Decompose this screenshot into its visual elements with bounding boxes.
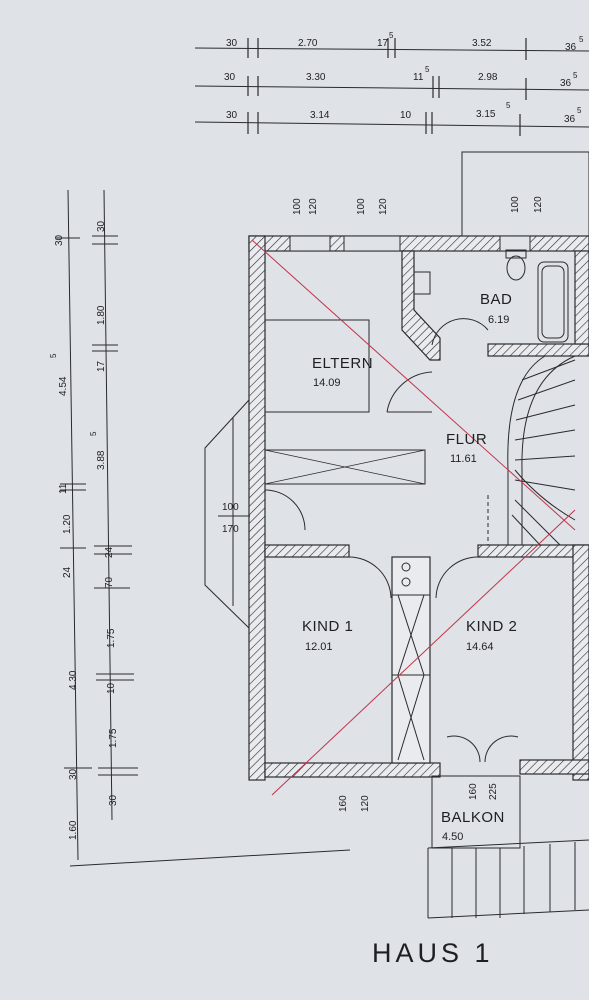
- dim-top-r1-b: 2.70: [298, 38, 318, 49]
- dim-top-r3-a: 30: [226, 110, 238, 121]
- dim-left-11: 11: [58, 483, 69, 494]
- dim-left-454: 4.54: [58, 376, 69, 396]
- dim-left-30-b: 30: [96, 220, 107, 232]
- room-balkon-area: 4.50: [442, 831, 463, 843]
- room-bad-area: 6.19: [488, 314, 509, 326]
- room-eltern-area: 14.09: [313, 377, 341, 389]
- top-windows: [289, 151, 589, 252]
- dim-top-r1-e-sup: 5: [579, 35, 584, 44]
- win-dim-6b: 225: [488, 783, 499, 800]
- room-balkon: BALKON: [441, 809, 505, 826]
- dim-left-24: 24: [62, 566, 73, 578]
- dim-top-r1-a: 30: [226, 38, 238, 49]
- staircase: [487, 355, 576, 546]
- drawing-title: HAUS 1: [372, 938, 494, 968]
- room-flur-area: 11.61: [450, 453, 477, 465]
- room-bad: BAD: [480, 291, 512, 308]
- dim-top-r3-c: 10: [400, 110, 412, 121]
- dim-top-r3-e: 36: [564, 114, 576, 125]
- dim-top-r2-c-sup: 5: [425, 65, 430, 74]
- win-dim-6a: 160: [468, 783, 479, 800]
- dim-left-175b: 1.75: [108, 728, 119, 748]
- window-dimensions: 100 120 100 120 100 120 160 120 160 225 …: [218, 196, 544, 812]
- dim-left-24b: 24: [104, 546, 115, 558]
- room-kind-2: KIND 2: [466, 618, 517, 635]
- dim-top-r3-e-sup: 5: [577, 106, 582, 115]
- bath-fixtures: [413, 249, 569, 343]
- wardrobe: [264, 449, 426, 485]
- room-kind-2-area: 14.64: [466, 641, 494, 653]
- win-dim-1b: 120: [308, 198, 319, 215]
- red-guide-lines: [251, 239, 576, 796]
- dim-left-180: 1.80: [96, 305, 107, 325]
- dim-top-r1-c: 17: [377, 38, 389, 49]
- dim-top-r1-d: 3.52: [472, 38, 492, 49]
- win-dim-5b: 120: [360, 795, 371, 812]
- dim-left-430: 4.30: [68, 670, 79, 690]
- eltern-bed-area: [264, 319, 370, 413]
- room-kind-1: KIND 1: [302, 618, 353, 635]
- dim-left-454-sup: 5: [49, 353, 58, 358]
- dim-left-160: 1.60: [68, 820, 79, 840]
- win-dim-4b: 170: [222, 524, 239, 535]
- bay-window: [204, 399, 250, 629]
- room-kind-1-area: 12.01: [305, 641, 333, 653]
- dim-top-r1-e: 36: [565, 42, 577, 53]
- room-flur: FLUR: [446, 431, 487, 448]
- room-eltern: ELTERN: [312, 355, 373, 372]
- dim-top-r2-a: 30: [224, 72, 236, 83]
- dim-left-10: 10: [106, 682, 117, 694]
- room-labels: ELTERN 14.09 BAD 6.19 FLUR 11.61 KIND 1 …: [302, 291, 517, 843]
- top-dimension-lines: 30 2.70 17 5 3.52 36 5 30 3.30 11 5 2.98…: [194, 31, 589, 136]
- baseline-line: [69, 849, 351, 867]
- dim-top-r3-d: 3.15: [476, 109, 496, 120]
- win-dim-3b: 120: [533, 196, 544, 213]
- dim-left-388: 3.88: [96, 450, 107, 470]
- dim-top-r3-d-sup: 5: [506, 101, 511, 110]
- dim-top-r2-d: 2.98: [478, 72, 498, 83]
- win-dim-3a: 100: [510, 196, 521, 213]
- dim-top-r1-c-sup: 5: [389, 31, 394, 40]
- win-dim-2b: 120: [378, 198, 389, 215]
- win-dim-2a: 100: [356, 198, 367, 215]
- balcony: [427, 775, 589, 919]
- dim-left-17: 17: [96, 360, 107, 372]
- dim-top-r2-e-sup: 5: [573, 71, 578, 80]
- dim-left-30-top: 30: [54, 234, 65, 246]
- win-dim-4a: 100: [222, 502, 239, 513]
- dim-left-120: 1.20: [62, 514, 73, 534]
- win-dim-1a: 100: [292, 198, 303, 215]
- dim-left-175a: 1.75: [106, 628, 117, 648]
- dim-left-70: 70: [104, 576, 115, 588]
- dim-left-388-sup: 5: [89, 431, 98, 436]
- left-dimension-lines: 30 30 1.80 17 4.54 5 3.88 5 11 1.20 24 7…: [49, 189, 138, 861]
- dim-left-30d: 30: [108, 794, 119, 806]
- dim-top-r2-e: 36: [560, 78, 572, 89]
- dim-left-30c: 30: [68, 768, 79, 780]
- dim-top-r3-b: 3.14: [310, 110, 330, 121]
- dim-top-r2-b: 3.30: [306, 72, 326, 83]
- door-arcs: [264, 318, 519, 763]
- win-dim-5a: 160: [338, 795, 349, 812]
- dim-top-r2-c: 11: [413, 72, 424, 83]
